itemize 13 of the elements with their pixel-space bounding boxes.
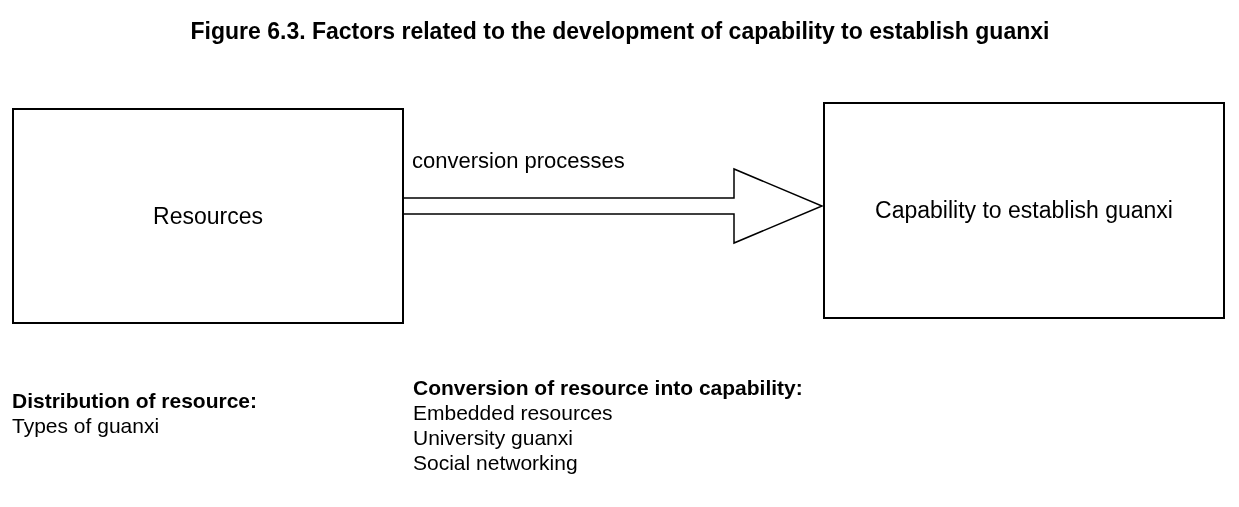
figure-title: Figure 6.3. Factors related to the development of capability to establish guanxi — [189, 17, 1051, 46]
process-box — [823, 102, 1225, 319]
process-box — [12, 108, 404, 324]
edge-label: conversion processes — [412, 148, 625, 174]
section-heading: Distribution of resource: — [12, 388, 258, 413]
block-arrow — [401, 167, 824, 245]
section-heading: Conversion of resource into capability: — [413, 375, 803, 400]
list-item: Types of guanxi — [12, 413, 160, 438]
list-item: Embedded resources — [413, 400, 613, 425]
list-item: University guanxi — [413, 425, 573, 450]
node-label: Resources — [153, 201, 263, 231]
list-item: Social networking — [413, 450, 578, 475]
node-label: Capability to establish guanxi — [875, 196, 1173, 225]
